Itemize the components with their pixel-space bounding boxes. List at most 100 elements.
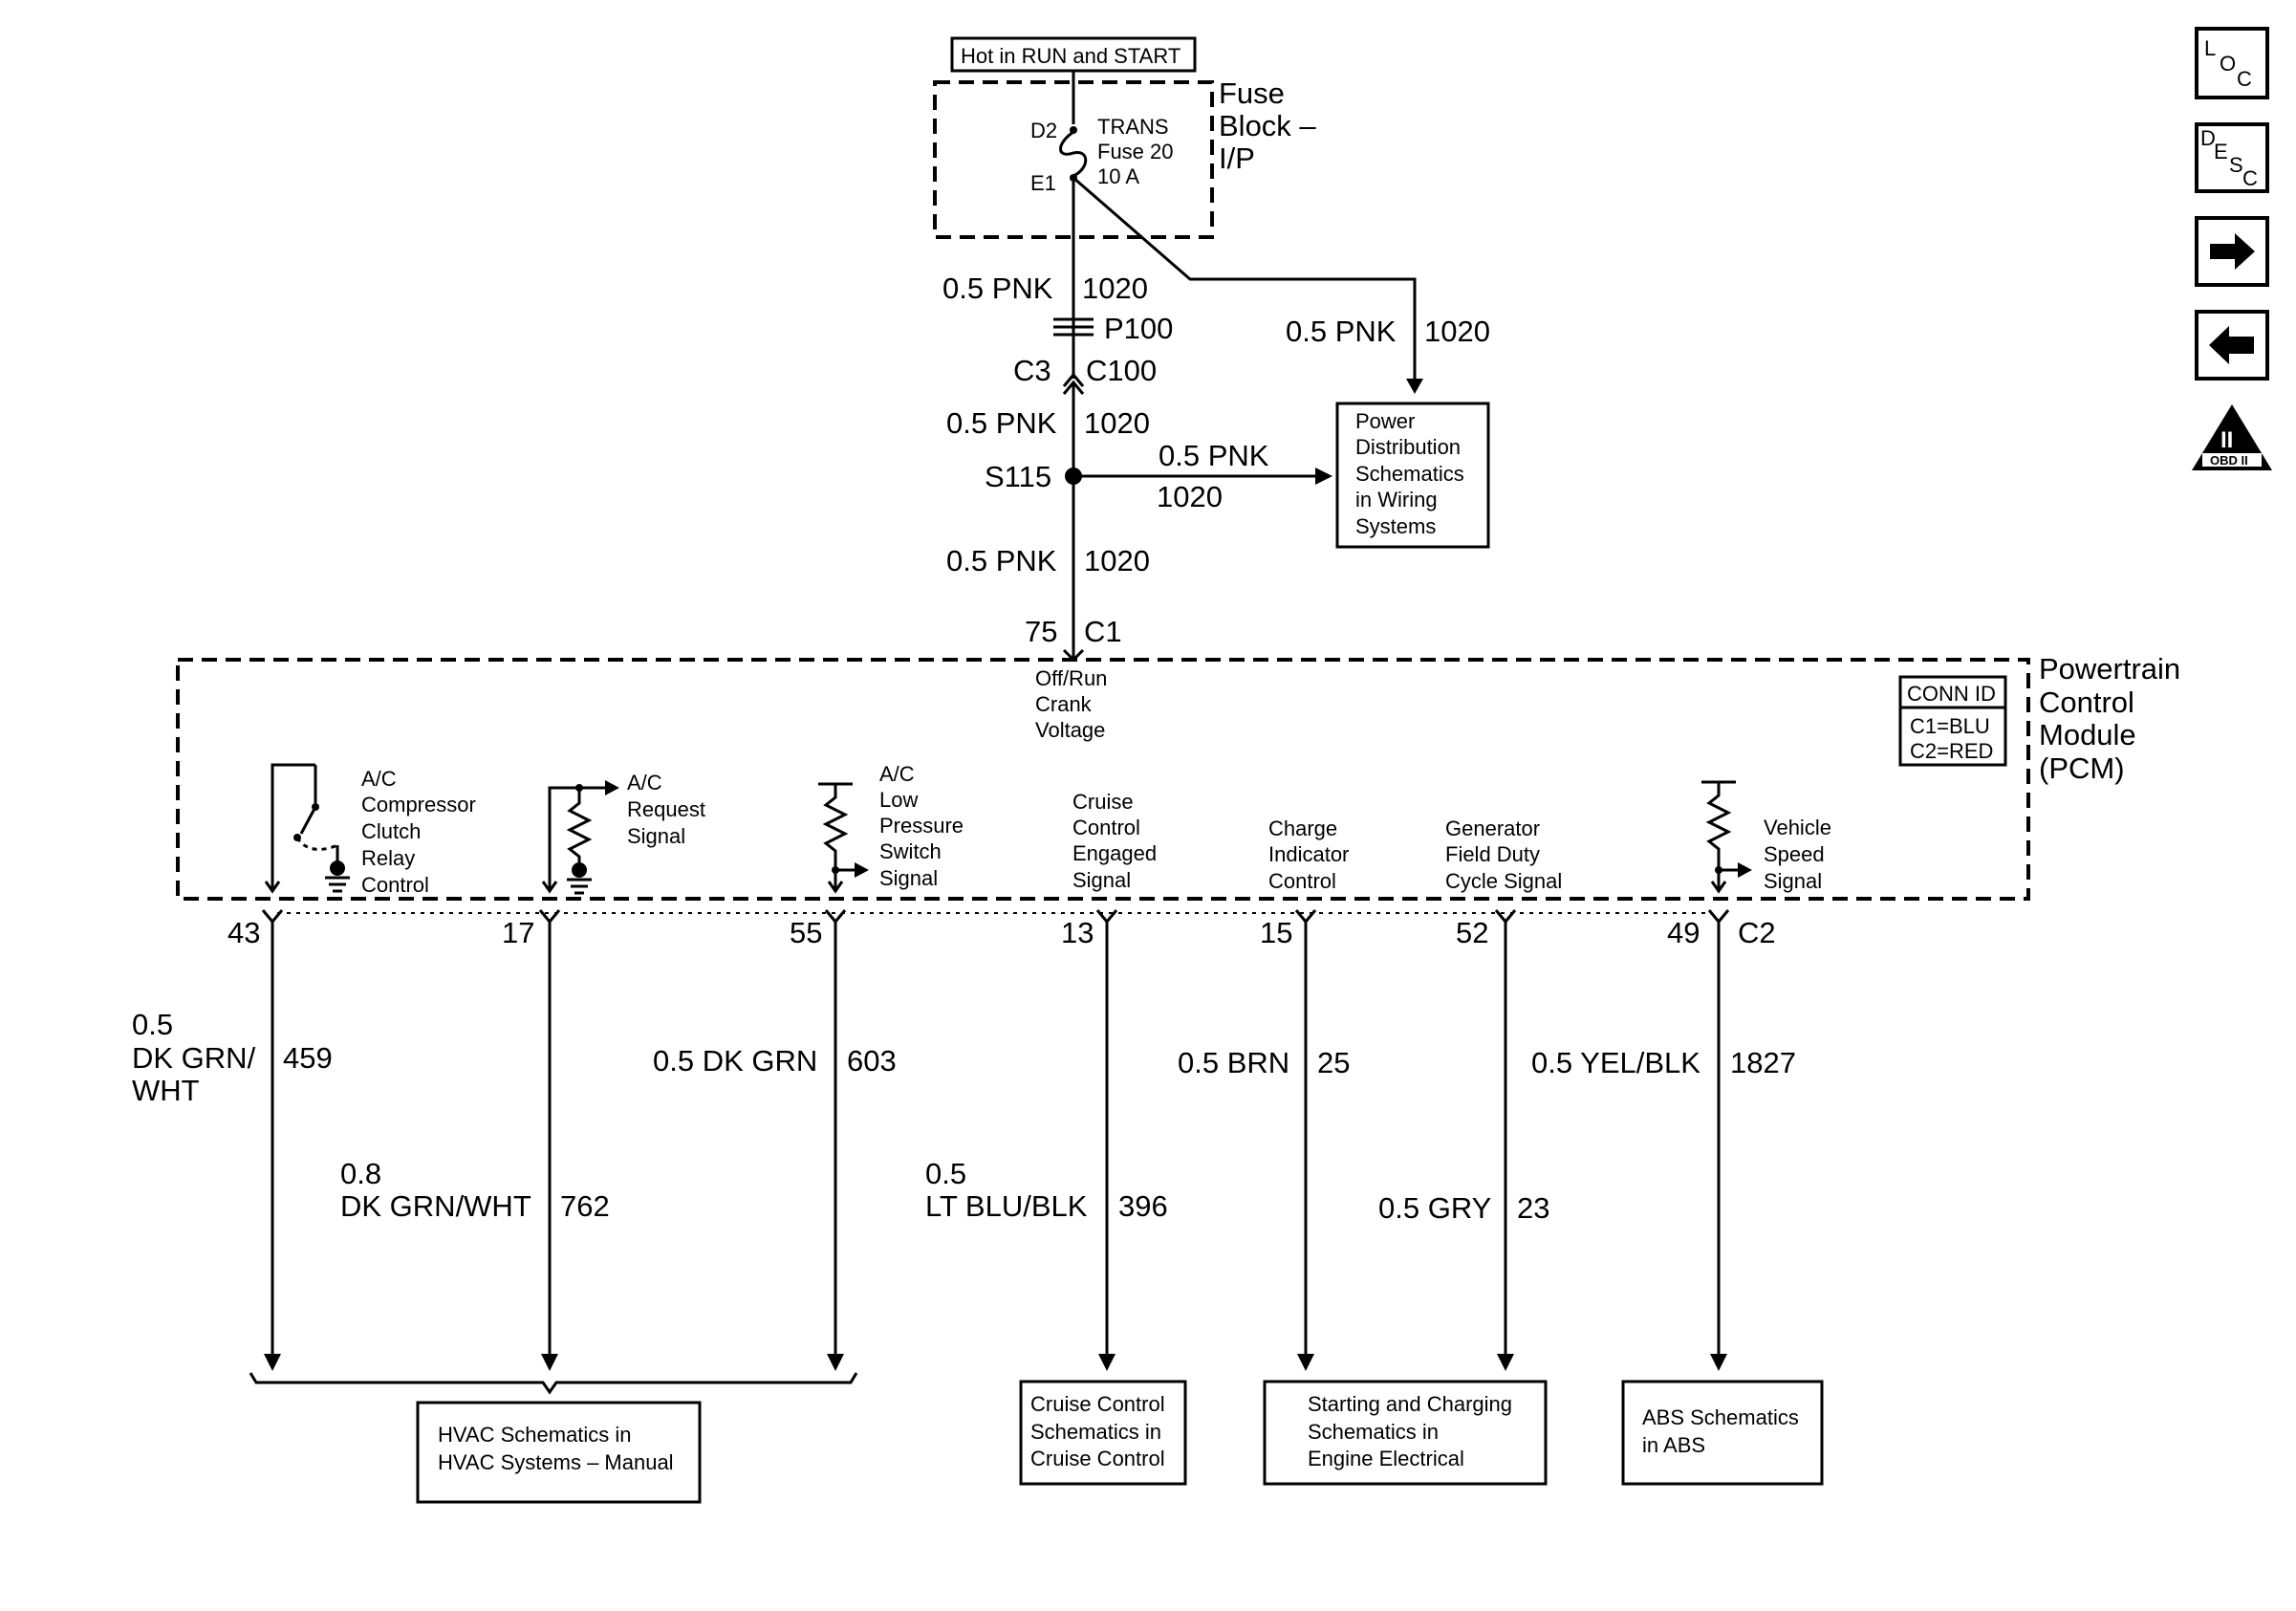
circuit-49-label-2: Speed xyxy=(1764,842,1825,866)
wire-459-gauge-3: WHT xyxy=(132,1074,200,1107)
abs-dest-line-2: in ABS xyxy=(1642,1433,1705,1457)
obd-numeral: II xyxy=(2220,427,2233,453)
circuit-52-label-2: Field Duty xyxy=(1445,842,1540,866)
pcm-title-2: Control xyxy=(2039,686,2134,719)
low-pressure-signal-icon xyxy=(818,782,869,894)
wire-25-gauge: 0.5 BRN xyxy=(1178,1046,1289,1079)
obd-ii-icon[interactable]: II OBD II xyxy=(2192,404,2272,470)
loc-icon-c: C xyxy=(2237,67,2252,91)
pcm-voltage-1: Off/Run xyxy=(1035,666,1107,690)
splice-gauge: 0.5 PNK xyxy=(1159,439,1269,472)
conn-id-c1: C1=BLU xyxy=(1910,714,1990,738)
main-top-gauge: 0.5 PNK xyxy=(942,272,1053,305)
main-top-circuit: 1020 xyxy=(1082,272,1148,305)
to-pcm-gauge: 0.5 PNK xyxy=(946,544,1057,577)
p100-grommet-icon xyxy=(1053,317,1094,337)
relay-switch-icon xyxy=(264,763,350,894)
cruise-dest-line-1: Cruise Control xyxy=(1030,1392,1165,1416)
pin-55: 55 xyxy=(790,916,822,949)
fuse-terminal-e1: E1 xyxy=(1030,171,1056,195)
fuse-label-1: TRANS xyxy=(1097,115,1169,139)
power-dist-line-3: Schematics xyxy=(1355,462,1464,486)
power-dist-box[interactable] xyxy=(1335,402,1490,549)
c100-label: C100 xyxy=(1086,354,1157,387)
power-dist-line-5: Systems xyxy=(1355,514,1436,538)
wire-603-gauge: 0.5 DK GRN xyxy=(653,1044,817,1078)
wire-396-circuit: 396 xyxy=(1118,1189,1168,1223)
wire-1827-circuit: 1827 xyxy=(1730,1046,1796,1079)
splice-circuit: 1020 xyxy=(1157,480,1223,513)
pin-43: 43 xyxy=(227,916,260,949)
circuit-13-label-3: Engaged xyxy=(1072,841,1157,865)
charging-dest-line-1: Starting and Charging xyxy=(1308,1392,1512,1416)
charging-dest-line-3: Engine Electrical xyxy=(1308,1447,1464,1470)
branch-arrow xyxy=(1406,379,1423,394)
circuit-15-label-1: Charge xyxy=(1268,816,1337,840)
obd-caption: OBD II xyxy=(2210,453,2248,468)
fuse-symbol xyxy=(1059,126,1088,182)
circuit-49-label-1: Vehicle xyxy=(1764,816,1831,839)
pcm-voltage-2: Crank xyxy=(1035,692,1093,716)
circuit-15-label-2: Indicator xyxy=(1268,842,1349,866)
fuse-block-title-3: I/P xyxy=(1219,142,1255,175)
power-dist-line-4: in Wiring xyxy=(1355,488,1438,512)
desc-icon-c: C xyxy=(2242,166,2258,190)
arrow-right-icon[interactable] xyxy=(2195,216,2269,287)
cruise-dest-box[interactable] xyxy=(1019,1380,1187,1486)
splice-branch-arrow xyxy=(1315,468,1332,485)
loc-icon[interactable]: L O C xyxy=(2195,27,2269,99)
circuit-43-label-3: Clutch xyxy=(361,819,421,843)
desc-icon[interactable]: D E S C xyxy=(2195,122,2269,193)
hvac-dest-line-1: HVAC Schematics in xyxy=(438,1423,632,1447)
pcm-title-3: Module xyxy=(2039,718,2136,751)
below-c100-circuit: 1020 xyxy=(1084,406,1150,440)
pcm-voltage-3: Voltage xyxy=(1035,718,1105,742)
abs-dest-line-1: ABS Schematics xyxy=(1642,1405,1799,1429)
pin-49: 49 xyxy=(1667,916,1700,949)
c100-connector-icon-2 xyxy=(1062,372,1085,387)
desc-icon-d: D xyxy=(2200,126,2216,150)
branch-circuit: 1020 xyxy=(1424,315,1490,348)
wire-459-gauge-1: 0.5 xyxy=(132,1008,173,1041)
pin-15: 15 xyxy=(1260,916,1292,949)
pcm-outline xyxy=(176,658,2030,901)
pcm-conn-c2: C2 xyxy=(1738,916,1776,949)
cruise-dest-line-3: Cruise Control xyxy=(1030,1447,1165,1470)
wire-23-circuit: 23 xyxy=(1517,1191,1549,1225)
wire-459-circuit: 459 xyxy=(283,1041,333,1075)
output-wires xyxy=(271,922,1721,1356)
conn-id-title: CONN ID xyxy=(1907,682,1996,706)
circuit-55-label-1: A/C xyxy=(879,762,915,786)
wire-396-gauge-1: 0.5 xyxy=(925,1157,966,1190)
wire-396-gauge-2: LT BLU/BLK xyxy=(925,1189,1088,1223)
pcm-title-4: (PCM) xyxy=(2039,751,2125,785)
circuit-43-label-1: A/C xyxy=(361,767,397,791)
wire-459-gauge-2: DK GRN/ xyxy=(132,1041,256,1075)
request-signal-icon xyxy=(541,780,619,895)
p100-label: P100 xyxy=(1104,312,1173,345)
below-c100-gauge: 0.5 PNK xyxy=(946,406,1057,440)
circuit-52-label-3: Cycle Signal xyxy=(1445,869,1562,893)
arrow-left-icon[interactable] xyxy=(2195,310,2269,381)
cruise-dest-line-2: Schematics in xyxy=(1030,1420,1161,1444)
fuse-terminal-d2: D2 xyxy=(1030,119,1057,142)
charging-dest-box[interactable] xyxy=(1263,1380,1548,1486)
pin-52: 52 xyxy=(1456,916,1488,949)
circuit-49-label-3: Signal xyxy=(1764,869,1822,893)
c3-label: C3 xyxy=(1013,354,1051,387)
s115-label: S115 xyxy=(985,460,1051,493)
charging-dest-line-2: Schematics in xyxy=(1308,1420,1439,1444)
hvac-dest-box[interactable] xyxy=(416,1401,702,1504)
circuit-55-label-2: Low xyxy=(879,788,918,812)
pcm-title-1: Powertrain xyxy=(2039,652,2180,686)
wire-762-gauge-1: 0.8 xyxy=(340,1157,381,1190)
circuit-55-label-5: Signal xyxy=(879,866,938,890)
fuse-label-2: Fuse 20 xyxy=(1097,140,1174,163)
wire-762-circuit: 762 xyxy=(560,1189,610,1223)
abs-dest-box[interactable] xyxy=(1621,1380,1824,1486)
hvac-dest-line-2: HVAC Systems – Manual xyxy=(438,1450,674,1474)
loc-icon-o: O xyxy=(2220,52,2236,76)
circuit-55-label-4: Switch xyxy=(879,839,942,863)
circuit-55-label-3: Pressure xyxy=(879,814,964,838)
